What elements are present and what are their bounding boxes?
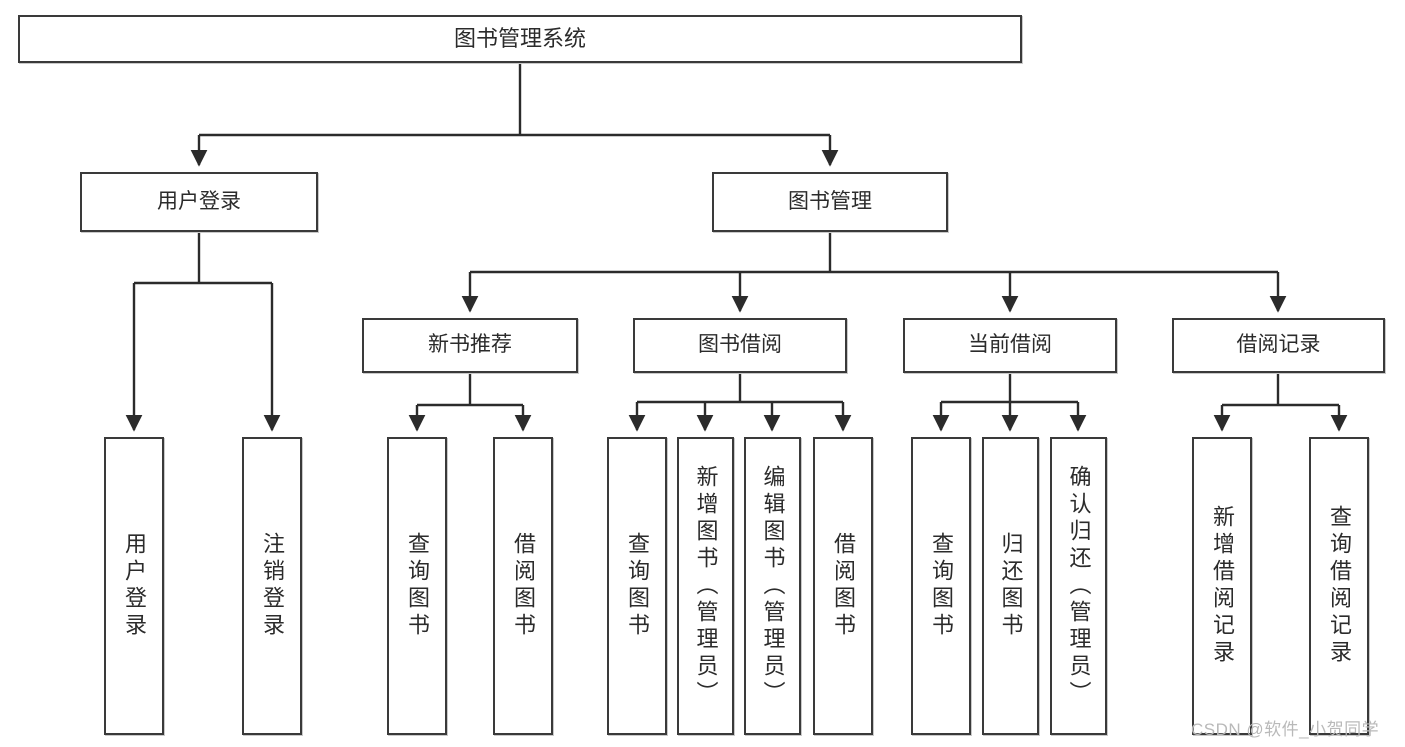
node-label: 新书推荐: [428, 333, 512, 357]
leaf-user-login-signout[interactable]: 注销登录: [242, 437, 302, 735]
watermark-text: CSDN @软件_小贺同学: [1191, 720, 1380, 739]
node-current-borrow[interactable]: 当前借阅: [903, 318, 1117, 373]
node-borrow-record[interactable]: 借阅记录: [1172, 318, 1385, 373]
node-label: 图书借阅: [698, 333, 782, 357]
node-label: 查询图书: [405, 532, 430, 640]
node-label: 编辑图书（管理员）: [760, 464, 786, 708]
leaf-record-add-record[interactable]: 新增借阅记录: [1192, 437, 1252, 735]
node-book-management[interactable]: 图书管理: [712, 172, 948, 232]
leaf-recommend-borrow-book[interactable]: 借阅图书: [493, 437, 553, 735]
node-new-book-recommend[interactable]: 新书推荐: [362, 318, 578, 373]
node-user-login[interactable]: 用户登录: [80, 172, 318, 232]
leaf-borrow-edit-book-admin[interactable]: 编辑图书（管理员）: [744, 437, 801, 735]
node-label: 用户登录: [157, 189, 241, 213]
leaf-current-return-book[interactable]: 归还图书: [982, 437, 1039, 735]
leaf-user-login-signin[interactable]: 用户登录: [104, 437, 164, 735]
node-label: 确认归还（管理员）: [1066, 464, 1092, 708]
node-label: 借阅图书: [831, 532, 856, 640]
leaf-record-query-record[interactable]: 查询借阅记录: [1309, 437, 1369, 735]
node-label: 借阅记录: [1236, 333, 1321, 357]
node-label: 查询图书: [929, 532, 954, 640]
leaf-borrow-query-book[interactable]: 查询图书: [607, 437, 667, 735]
node-label: 图书管理: [788, 189, 872, 213]
node-book-borrow[interactable]: 图书借阅: [633, 318, 847, 373]
node-label: 用户登录: [122, 532, 147, 640]
node-label: 查询图书: [625, 532, 650, 640]
node-label: 当前借阅: [968, 333, 1052, 357]
leaf-current-query-book[interactable]: 查询图书: [911, 437, 971, 735]
node-label: 归还图书: [998, 532, 1024, 640]
leaf-current-confirm-return-admin[interactable]: 确认归还（管理员）: [1050, 437, 1107, 735]
node-label: 查询借阅记录: [1327, 505, 1352, 667]
node-root-system[interactable]: 图书管理系统: [18, 15, 1022, 63]
node-label: 借阅图书: [511, 532, 536, 640]
leaf-recommend-query-book[interactable]: 查询图书: [387, 437, 447, 735]
node-label: 图书管理系统: [453, 26, 586, 52]
leaf-borrow-borrow-book[interactable]: 借阅图书: [813, 437, 873, 735]
node-label: 注销登录: [260, 532, 285, 640]
node-label: 新增借阅记录: [1210, 505, 1235, 667]
node-label: 新增图书（管理员）: [693, 464, 719, 708]
leaf-borrow-add-book-admin[interactable]: 新增图书（管理员）: [677, 437, 734, 735]
